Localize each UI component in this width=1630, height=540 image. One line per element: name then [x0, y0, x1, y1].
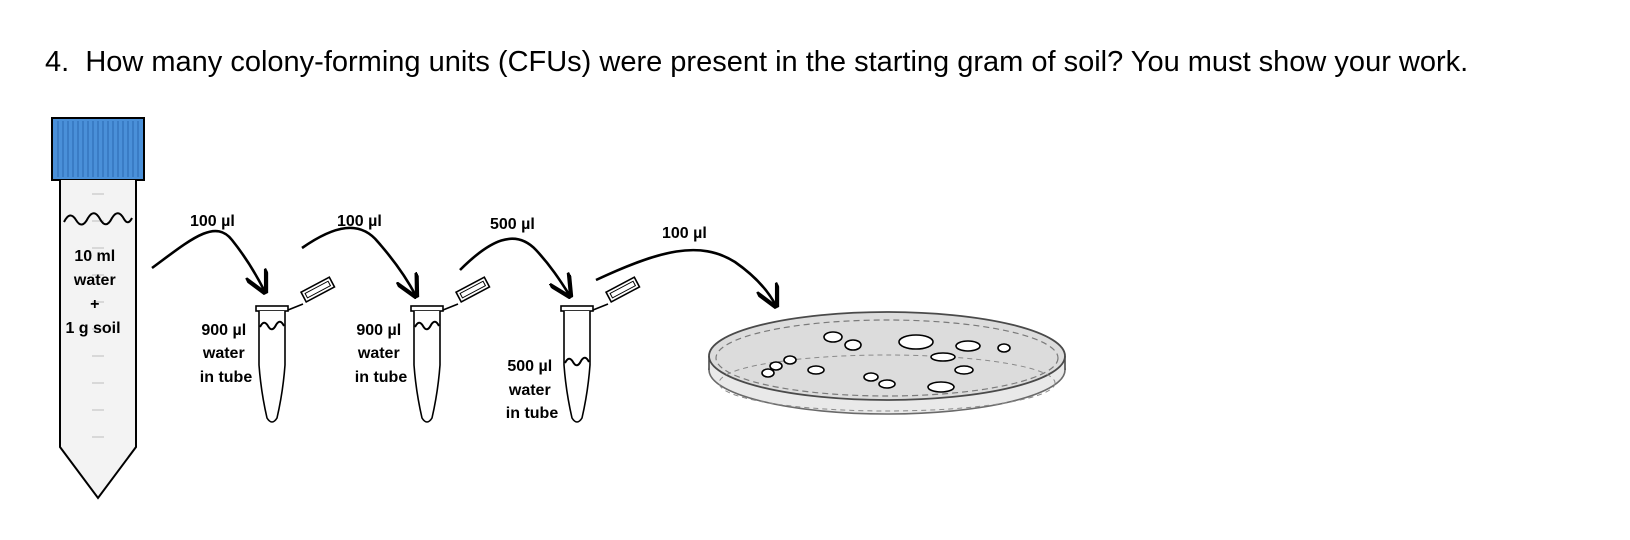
colony	[783, 355, 797, 365]
tube-body	[413, 311, 441, 423]
stock-tube-graduations	[92, 193, 104, 438]
question-body: How many colony-forming units (CFUs) wer…	[85, 46, 1469, 78]
transfer-labels: 100 µl 100 µl 500 µl 100 µl	[190, 213, 707, 242]
tube-hinge	[287, 303, 304, 311]
tube-label-line: in tube	[355, 369, 408, 386]
question-text: 4. How many colony-forming units (CFUs) …	[45, 46, 1468, 79]
colony	[878, 379, 896, 389]
stock-tube-label-line: water	[73, 272, 116, 289]
tube-label-line: water	[202, 345, 245, 362]
tube-hinge	[442, 303, 459, 311]
stock-tube-label-line: +	[90, 296, 99, 313]
stock-tube-body	[59, 180, 137, 500]
tube-lid	[454, 276, 491, 304]
colony	[927, 381, 955, 393]
tube-label: 900 µl water in tube	[200, 322, 253, 386]
tube-liquid-level	[259, 320, 285, 331]
tube-label-line: water	[357, 345, 400, 362]
transfer-volume-label: 100 µl	[190, 213, 235, 230]
tube-liquid-level	[564, 356, 590, 367]
colony	[761, 368, 775, 378]
dilution-tube: 500 µl water in tube	[506, 276, 641, 423]
transfer-volume-label: 100 µl	[337, 213, 382, 230]
transfer-arrow	[459, 237, 570, 296]
tube-label-line: 900 µl	[201, 322, 246, 339]
stock-tube-label-line: 1 g soil	[65, 320, 120, 337]
tube-body	[258, 311, 286, 423]
bacterial-colonies	[761, 331, 1011, 393]
tube-lid	[299, 276, 336, 304]
colony	[769, 361, 783, 371]
tube-label-line: 900 µl	[356, 322, 401, 339]
tube-lid	[604, 276, 641, 304]
tube-label: 900 µl water in tube	[355, 322, 408, 386]
colony	[930, 352, 956, 362]
transfer-arrow	[151, 229, 265, 292]
tube-rim	[255, 305, 289, 312]
colony	[863, 372, 879, 382]
colony	[954, 365, 974, 375]
transfer-arrows	[151, 226, 776, 306]
colony	[844, 339, 862, 351]
colony	[997, 343, 1011, 353]
transfer-volume-label: 100 µl	[662, 225, 707, 242]
stock-tube: 10 ml water + 1 g soil	[51, 117, 145, 500]
stock-tube-liquid-level	[63, 212, 133, 226]
colony	[807, 365, 825, 375]
transfer-volume-label: 500 µl	[490, 216, 535, 233]
tube-label-line: 500 µl	[507, 358, 552, 375]
tube-rim	[410, 305, 444, 312]
tube-label-line: in tube	[506, 405, 559, 422]
tube-body	[563, 311, 591, 423]
transfer-arrow	[301, 226, 416, 296]
transfer-arrow	[595, 248, 776, 306]
petri-dish-rim	[715, 319, 1059, 397]
petri-dish	[708, 311, 1066, 415]
colony	[823, 331, 843, 343]
tube-hinge	[592, 303, 609, 311]
tube-liquid-level	[414, 320, 440, 331]
stock-tube-cap-ridges	[57, 121, 139, 177]
question-number: 4.	[45, 46, 70, 78]
tube-rim	[560, 305, 594, 312]
colony	[898, 334, 934, 350]
tube-label-line: water	[508, 382, 551, 399]
colony	[955, 340, 981, 352]
stock-tube-label-line: 10 ml	[74, 248, 115, 265]
dilution-tube: 900 µl water in tube	[200, 276, 336, 423]
dilution-tube: 900 µl water in tube	[355, 276, 491, 423]
stock-tube-label: 10 ml water + 1 g soil	[65, 248, 120, 337]
tube-label-line: in tube	[200, 369, 253, 386]
tube-label: 500 µl water in tube	[506, 358, 559, 422]
